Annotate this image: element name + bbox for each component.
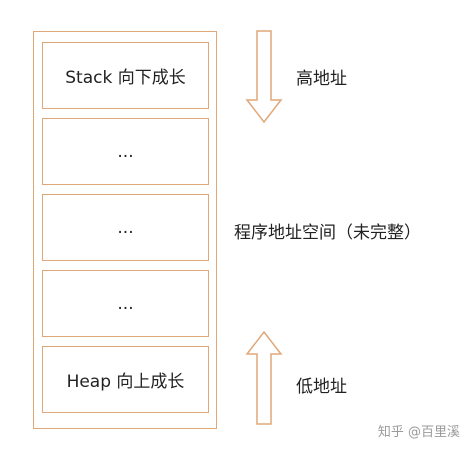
heap-block: Heap 向上成长 <box>42 346 209 413</box>
memory-block-ellipsis-3: ... <box>42 270 209 337</box>
high-address-label: 高地址 <box>296 69 347 89</box>
ellipsis-label: ... <box>117 217 134 238</box>
watermark: 知乎 @百里溪 <box>377 425 460 440</box>
address-space-container: Stack 向下成长 ... ... ... Heap 向上成长 <box>33 31 217 429</box>
program-address-space-label: 程序地址空间（未完整） <box>234 223 421 243</box>
low-address-label: 低地址 <box>296 377 347 397</box>
heap-label: Heap 向上成长 <box>66 372 185 392</box>
stack-label: Stack 向下成长 <box>65 68 186 88</box>
ellipsis-label: ... <box>117 141 134 162</box>
ellipsis-label: ... <box>117 293 134 314</box>
down-arrow-icon <box>245 30 283 124</box>
memory-block-ellipsis-2: ... <box>42 194 209 261</box>
stack-block: Stack 向下成长 <box>42 42 209 109</box>
memory-block-ellipsis-1: ... <box>42 118 209 185</box>
up-arrow-icon <box>245 330 283 425</box>
